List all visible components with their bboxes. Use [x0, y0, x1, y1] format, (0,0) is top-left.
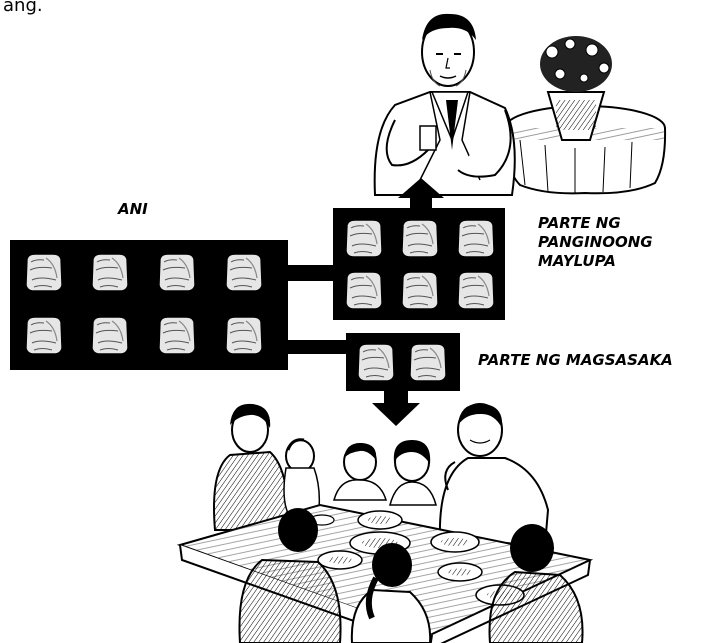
farmer-share-box [346, 333, 460, 391]
arrow-down-to-farmer [372, 390, 420, 426]
connector-to-farmer [288, 340, 346, 354]
landlord-illustration [373, 13, 667, 196]
connector-to-landlord [288, 265, 334, 281]
plates [309, 510, 525, 606]
harvest-box [10, 240, 288, 370]
landlord-share-label: PARTE NG PANGINOONG MAYLUPA [538, 214, 653, 271]
mother-figure [213, 403, 290, 531]
top-text-fragment: ang. [3, 0, 43, 16]
farmer-family-illustration [176, 403, 594, 643]
farmer-share-label: PARTE NG MAGSASAKA [478, 351, 673, 369]
foreground-child-right [488, 524, 584, 643]
landlord-figure [373, 13, 516, 196]
father-figure [438, 403, 550, 547]
landlord-share-box [333, 208, 505, 320]
landlord-share-label-line-1: PARTE NG [538, 214, 621, 232]
landlord-share-label-line-3: MAYLUPA [538, 252, 616, 270]
side-table [504, 105, 667, 195]
flower-vase [540, 36, 612, 141]
child-figure-2 [389, 440, 437, 506]
foreground-child-middle [350, 543, 432, 643]
foreground-child-left [238, 508, 342, 643]
harvest-label: ANI [118, 200, 148, 218]
child-figure-1 [333, 442, 388, 501]
arrow-up-to-landlord [398, 178, 444, 210]
landlord-share-label-line-2: PANGINOONG [538, 233, 653, 251]
